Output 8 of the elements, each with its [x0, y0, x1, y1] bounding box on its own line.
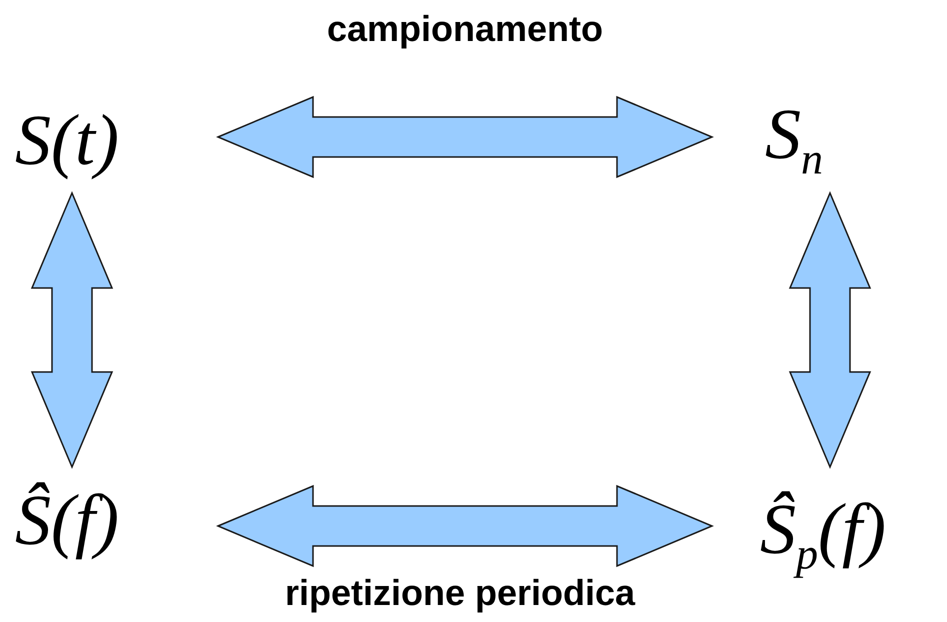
double-block-arrow: [788, 191, 872, 469]
double-block-arrow: [216, 484, 714, 568]
math-formula: Ŝ$_{p}$(f): [760, 493, 886, 577]
double-block-arrow: [216, 96, 714, 178]
double-block-arrow: [30, 191, 114, 469]
math-formula: S$_{n}$: [765, 98, 823, 182]
edge-label: ripetizione periodica: [284, 572, 636, 614]
edge-label: campionamento: [326, 8, 604, 50]
